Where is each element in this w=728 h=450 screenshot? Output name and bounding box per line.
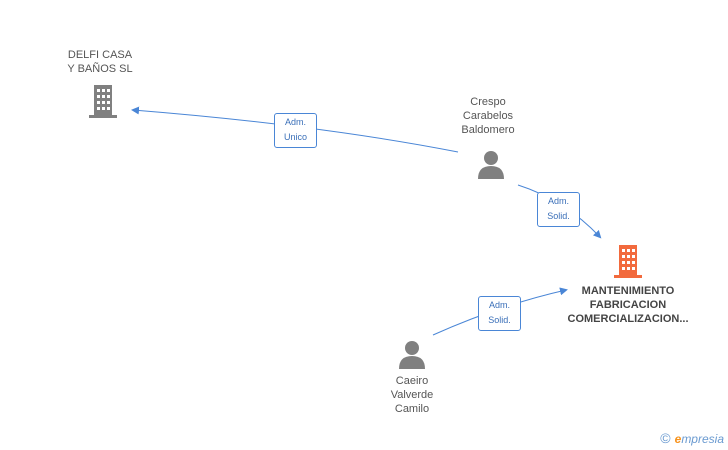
edge-label-line: Unico	[283, 132, 307, 142]
node-label-line: Caeiro	[395, 375, 429, 387]
node-label-line: Carabelos	[462, 110, 514, 122]
node-label-line: DELFI CASA	[67, 49, 133, 61]
node-mantenimiento[interactable]: MANTENIMIENTO FABRICACION COMERCIALIZACI…	[558, 284, 698, 326]
building-icon[interactable]	[611, 244, 645, 278]
building-icon[interactable]	[86, 84, 120, 118]
person-icon[interactable]	[476, 149, 506, 179]
node-label-line: Camilo	[394, 403, 430, 415]
edge-label-line: Solid.	[547, 211, 570, 221]
node-delfi-casa[interactable]: DELFI CASA Y BAÑOS SL	[50, 48, 150, 76]
copyright-icon: ©	[660, 430, 671, 446]
node-label-line: Y BAÑOS SL	[67, 63, 133, 75]
node-label-line: Crespo	[470, 96, 506, 108]
node-label-line: Valverde	[390, 389, 434, 401]
brand-e: e	[674, 432, 682, 446]
node-label-line: FABRICACION	[589, 299, 667, 311]
empresia-logo: ©empresia	[660, 430, 724, 446]
edge-label-adm-solid[interactable]: Adm. Solid.	[478, 296, 521, 331]
edge-label-line: Adm.	[488, 300, 510, 310]
node-crespo-carabelos[interactable]: Crespo Carabelos Baldomero	[438, 95, 538, 137]
edge-label-line: Solid.	[488, 315, 511, 325]
person-icon[interactable]	[397, 339, 427, 369]
edge-label-adm-unico[interactable]: Adm. Unico	[274, 113, 317, 148]
edge-label-line: Adm.	[284, 117, 306, 127]
node-label-line: MANTENIMIENTO	[581, 285, 675, 297]
brand-name: mpresia	[681, 432, 724, 446]
node-label-line: Baldomero	[461, 124, 515, 136]
edge-label-adm-solid[interactable]: Adm. Solid.	[537, 192, 580, 227]
node-caeiro-valverde[interactable]: Caeiro Valverde Camilo	[362, 374, 462, 416]
node-label-line: COMERCIALIZACION...	[567, 313, 689, 325]
edge-label-line: Adm.	[547, 196, 569, 206]
